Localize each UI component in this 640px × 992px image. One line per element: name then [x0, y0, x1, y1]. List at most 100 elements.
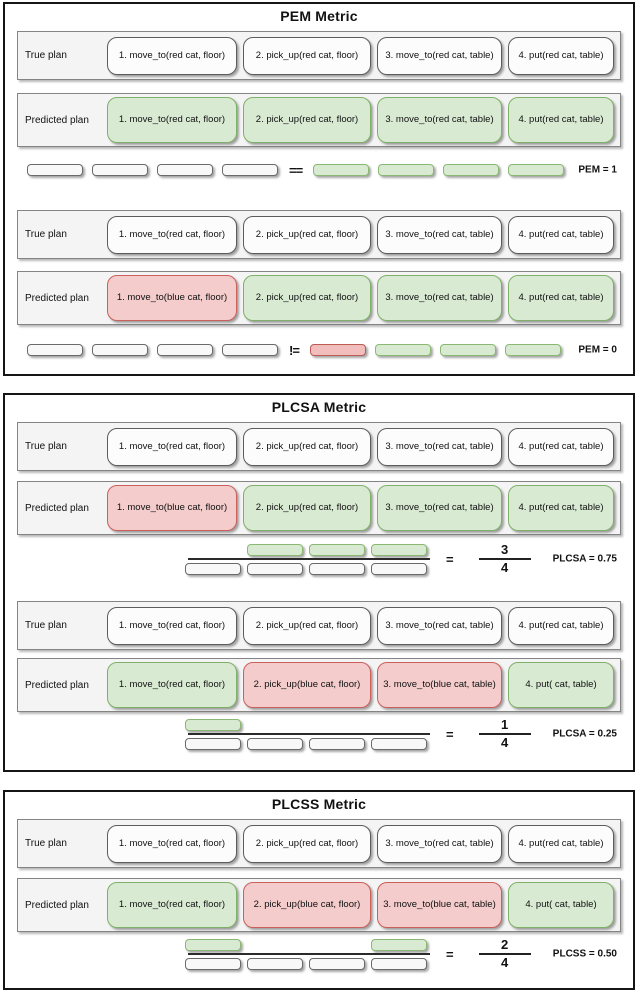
action-box: 4. put(red cat, table)	[508, 36, 614, 75]
mini-plan-box	[247, 562, 303, 575]
action-box: 2. pick_up(red cat, floor)	[243, 97, 371, 143]
predicted-plan-row: Predicted plan 1. move_to(blue cat, floo…	[17, 481, 621, 535]
action-box: 3. move_to(red cat, table)	[377, 97, 502, 143]
true-plan-minis	[27, 344, 278, 356]
total-actions-minis	[185, 562, 430, 575]
action-box: 2. pick_up(red cat, floor)	[243, 36, 371, 75]
action-box: 2. pick_up(blue cat, floor)	[243, 662, 371, 708]
mini-plan-box	[157, 164, 213, 176]
action-box: 2. pick_up(blue cat, floor)	[243, 882, 371, 928]
true-plan-row: True plan 1. move_to(red cat, floor) 2. …	[17, 819, 621, 868]
mini-plan-box	[185, 957, 241, 970]
mini-plan-box	[309, 957, 365, 970]
action-boxes: 1. move_to(red cat, floor) 2. pick_up(re…	[107, 824, 614, 863]
mini-plan-box	[27, 164, 83, 176]
metric-result-label: PLCSA = 0.25	[552, 728, 617, 740]
fraction-numerator: 3	[500, 542, 509, 557]
numeric-fraction: 1 4	[478, 718, 531, 750]
mini-plan-box	[157, 344, 213, 356]
true-plan-row: True plan 1. move_to(red cat, floor) 2. …	[17, 601, 621, 650]
action-box: 3. move_to(red cat, table)	[377, 606, 502, 645]
numeric-fraction: 3 4	[478, 542, 531, 575]
mini-plan-box	[439, 344, 496, 356]
matched-actions-minis	[185, 938, 430, 951]
plan-row-label: True plan	[25, 620, 67, 631]
matched-actions-minis	[185, 718, 430, 731]
action-box: 1. move_to(red cat, floor)	[107, 882, 237, 928]
action-boxes: 1. move_to(red cat, floor) 2. pick_up(re…	[107, 36, 614, 75]
mini-plan-box	[247, 737, 303, 750]
action-box: 4. put(red cat, table)	[508, 97, 614, 143]
mini-plan-box	[371, 737, 427, 750]
action-box: 2. pick_up(red cat, floor)	[243, 824, 371, 863]
section-pem-metric: PEM Metric True plan 1. move_to(red cat,…	[3, 2, 635, 376]
action-box: 1. move_to(red cat, floor)	[107, 606, 237, 645]
plan-row-label: True plan	[25, 229, 67, 240]
mini-plan-box	[309, 562, 365, 575]
action-box: 1. move_to(red cat, floor)	[107, 97, 237, 143]
predicted-plan-minis	[309, 344, 561, 356]
fraction-denominator: 4	[500, 735, 509, 750]
mini-plan-box	[443, 164, 500, 176]
action-box: 1. move_to(red cat, floor)	[107, 36, 237, 75]
mini-plan-box	[371, 957, 427, 970]
action-box: 4. put(red cat, table)	[508, 824, 614, 863]
plan-row-label: True plan	[25, 50, 67, 61]
plan-row-label: Predicted plan	[25, 899, 89, 911]
action-box: 3. move_to(red cat, table)	[377, 427, 502, 466]
action-box: 1. move_to(blue cat, floor)	[107, 485, 237, 531]
comparison-row: == PEM = 1	[27, 162, 633, 178]
section-plcsa-metric: PLCSA Metric True plan 1. move_to(red ca…	[3, 393, 635, 772]
true-plan-minis	[27, 164, 278, 176]
fraction-bar	[478, 953, 531, 955]
predicted-plan-row: Predicted plan 1. move_to(blue cat, floo…	[17, 271, 621, 325]
fraction-diagram	[185, 718, 430, 750]
matched-actions-minis	[185, 543, 430, 556]
action-box: 1. move_to(red cat, floor)	[107, 824, 237, 863]
mini-plan-box	[185, 562, 241, 575]
fraction-bar	[188, 952, 430, 955]
mini-plan-box	[374, 344, 431, 356]
predicted-plan-minis	[313, 164, 565, 176]
mini-plan-box	[371, 562, 427, 575]
equals-sign: =	[446, 551, 454, 567]
comparison-operator: ==	[289, 162, 303, 178]
numeric-fraction: 2 4	[478, 937, 531, 970]
metric-result-label: PLCSA = 0.75	[552, 553, 617, 565]
fraction-bar	[188, 732, 430, 735]
metric-result-label: PEM = 1	[578, 164, 617, 176]
equals-sign: =	[446, 946, 454, 962]
action-boxes: 1. move_to(red cat, floor) 2. pick_up(re…	[107, 97, 614, 143]
action-boxes: 1. move_to(blue cat, floor) 2. pick_up(r…	[107, 485, 614, 531]
mini-plan-box	[313, 164, 370, 176]
mini-plan-box	[309, 543, 365, 556]
mini-plan-box	[309, 737, 365, 750]
fraction-bar	[478, 733, 531, 735]
fraction-denominator: 4	[500, 955, 509, 970]
action-box: 2. pick_up(red cat, floor)	[243, 485, 371, 531]
fraction-result-row: = 1 4 PLCSA = 0.25	[185, 718, 633, 750]
metric-result-label: PEM = 0	[578, 344, 617, 356]
fraction-result-row: = 2 4 PLCSS = 0.50	[185, 938, 633, 970]
mini-plan-box	[371, 543, 427, 556]
action-box: 3. move_to(red cat, table)	[377, 824, 502, 863]
mini-plan-box	[309, 344, 366, 356]
metric-result-label: PLCSS = 0.50	[552, 948, 617, 960]
action-box: 2. pick_up(red cat, floor)	[243, 427, 371, 466]
fraction-numerator: 2	[500, 937, 509, 952]
true-plan-row: True plan 1. move_to(red cat, floor) 2. …	[17, 31, 621, 80]
mini-plan-box	[378, 164, 435, 176]
mini-plan-box	[92, 164, 148, 176]
mini-plan-box	[504, 344, 561, 356]
action-box: 1. move_to(blue cat, floor)	[107, 275, 237, 321]
comparison-operator: !=	[289, 342, 300, 358]
action-box: 1. move_to(red cat, floor)	[107, 215, 237, 254]
mini-plan-box	[185, 938, 241, 951]
action-box: 4. put( cat, table)	[508, 662, 614, 708]
fraction-diagram	[185, 543, 430, 575]
fraction-result-row: = 3 4 PLCSA = 0.75	[185, 543, 633, 575]
action-box: 4. put( cat, table)	[508, 882, 614, 928]
total-actions-minis	[185, 957, 430, 970]
plan-row-label: True plan	[25, 441, 67, 452]
action-box: 2. pick_up(red cat, floor)	[243, 215, 371, 254]
